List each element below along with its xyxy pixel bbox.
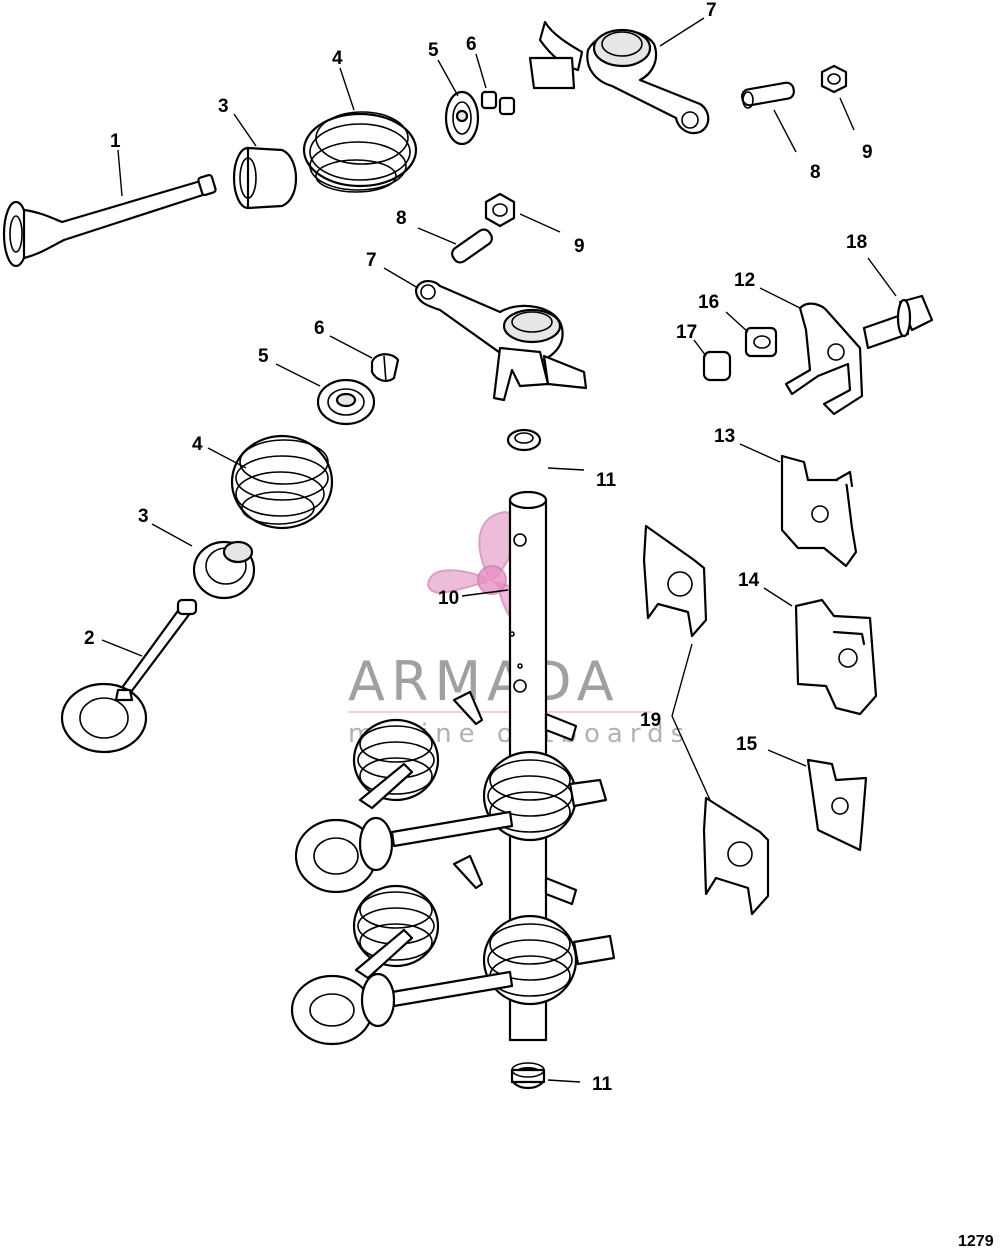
callout-15: 15 [736, 734, 758, 755]
callout-4-upper: 4 [332, 48, 343, 69]
part-flange-bolt [862, 294, 934, 350]
part-valve-keepers-middle [370, 353, 400, 383]
callout-9-upper: 9 [862, 142, 873, 163]
part-spring-clip-15 [806, 758, 868, 852]
callout-1: 1 [110, 131, 121, 152]
callout-4-middle: 4 [192, 434, 203, 455]
part-hex-nut-middle [484, 192, 516, 228]
part-spring-retainer-middle [316, 378, 376, 426]
leader-lines [101, 17, 897, 1083]
figure-number: 1279 [958, 1233, 994, 1250]
callout-6-upper: 6 [466, 34, 477, 55]
part-shaft-bushing-top [506, 428, 542, 452]
callout-7-middle: 7 [366, 250, 377, 271]
part-clip-pair-19 [642, 524, 770, 916]
watermark-brand: ARMADA [348, 650, 620, 713]
part-rocker-pin-upper [741, 81, 795, 109]
callout-16: 16 [698, 292, 719, 313]
callout-5-upper: 5 [428, 40, 439, 61]
callout-3-upper: 3 [218, 96, 229, 117]
part-rocker-arm-middle [414, 280, 588, 402]
part-valve-spring-middle [230, 434, 334, 530]
callout-6-middle: 6 [314, 318, 325, 339]
callout-8-middle: 8 [396, 208, 407, 229]
part-rocker-pin-middle [451, 228, 493, 264]
callout-12: 12 [734, 270, 755, 291]
part-shaft-bushing-bottom [510, 1062, 546, 1090]
callout-5-middle: 5 [258, 346, 269, 367]
callout-13: 13 [714, 426, 735, 447]
callout-labels: 1 2 3 3 4 4 5 5 6 6 7 7 8 8 9 9 10 11 11… [84, 0, 873, 1095]
callout-3-middle: 3 [138, 506, 149, 527]
part-hex-nut-upper [820, 64, 848, 94]
part-valve-seal-middle [192, 540, 256, 600]
callout-18: 18 [846, 232, 867, 253]
callout-2: 2 [84, 628, 95, 649]
callout-10: 10 [438, 588, 459, 609]
part-spring-retainer-upper [444, 90, 480, 146]
part-assembled-valves-lower [290, 854, 616, 1046]
part-dowel-pin [702, 350, 732, 382]
callout-19: 19 [640, 710, 661, 731]
part-spring-clip-14 [794, 598, 878, 716]
part-rocker-arm-upper [528, 20, 710, 135]
callout-17: 17 [676, 322, 697, 343]
part-sleeve [744, 326, 778, 358]
part-mounting-bracket [784, 302, 864, 416]
callout-11-top: 11 [596, 470, 617, 491]
callout-8-upper: 8 [810, 162, 821, 183]
callout-7-upper: 7 [706, 0, 717, 21]
callout-14: 14 [738, 570, 760, 591]
callout-11-bottom: 11 [592, 1074, 613, 1095]
part-valve-keepers-upper [480, 90, 516, 116]
part-valve-lower [60, 598, 198, 754]
part-valve-spring-upper [302, 111, 418, 193]
part-valve-upper [2, 173, 217, 268]
part-valve-seal-upper [232, 146, 298, 210]
callout-9-middle: 9 [574, 236, 585, 257]
part-assembled-valves-upper [294, 690, 608, 894]
part-spring-clip-13 [780, 454, 858, 568]
